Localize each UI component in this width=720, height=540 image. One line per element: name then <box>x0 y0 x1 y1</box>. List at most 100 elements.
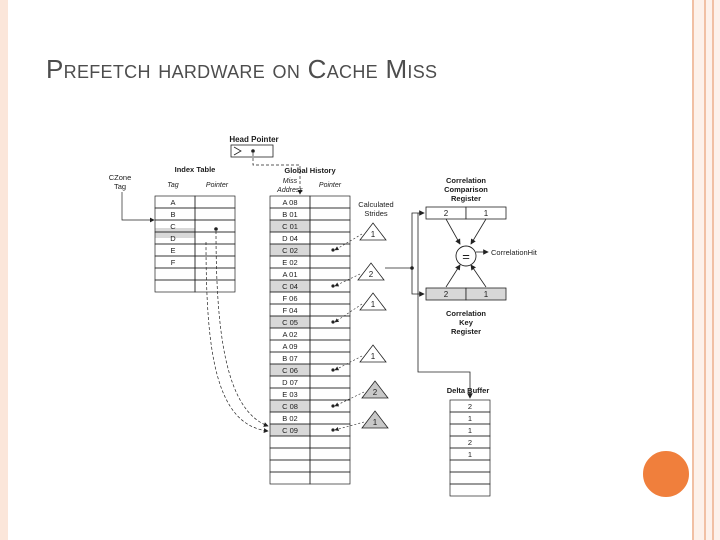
stride-link <box>334 421 365 432</box>
gh-pointer-dot <box>331 368 335 372</box>
gh-cell <box>309 435 351 449</box>
index-cell <box>194 267 236 281</box>
index-cell <box>154 267 196 281</box>
stride-value: 2 <box>369 270 374 279</box>
gh-cell <box>309 459 351 473</box>
ccr-label-line1: Correlation <box>446 176 486 185</box>
stride-triangle <box>359 222 387 241</box>
stride-triangle <box>359 292 387 311</box>
gh-row-highlight <box>270 280 310 292</box>
right-border-line <box>704 0 706 540</box>
gh-row-highlight <box>270 244 310 256</box>
decorative-orange-dot <box>641 449 691 499</box>
gh-miss-address: C 06 <box>282 366 298 375</box>
gh-cell <box>309 351 351 365</box>
ccr-to-comparator-arrow <box>445 218 461 245</box>
index-cell <box>194 231 236 245</box>
czone-arrow <box>121 192 155 223</box>
bus-to-ccr-arrow <box>411 210 425 268</box>
gh-cell <box>309 291 351 305</box>
stride-value: 1 <box>371 300 376 309</box>
index-to-history-link <box>205 241 269 433</box>
gh-pointer-dot <box>331 404 335 408</box>
gh-cell <box>309 207 351 221</box>
index-pointer-dot <box>214 227 218 231</box>
gh-cell <box>269 447 311 461</box>
stride-value: 1 <box>371 230 376 239</box>
ckr-value-2: 1 <box>484 290 489 299</box>
right-border-band <box>692 0 720 540</box>
stride-link <box>334 303 363 323</box>
gh-miss-address: B 02 <box>282 414 297 423</box>
gh-miss-address: C 08 <box>282 402 298 411</box>
stride-link <box>334 355 363 371</box>
delta-buffer-title: Delta Buffer <box>447 386 490 395</box>
head-pointer-link <box>252 153 303 195</box>
index-tag: E <box>170 246 175 255</box>
correlation-hit-label: CorrelationHit <box>491 248 538 257</box>
gh-miss-address: A 09 <box>282 342 297 351</box>
comparator-symbol: = <box>462 249 470 264</box>
gh-row-highlight <box>270 424 310 436</box>
gh-cell <box>309 423 351 437</box>
gh-miss-address: C 04 <box>282 282 298 291</box>
stride-triangle <box>361 380 389 399</box>
delta-value: 1 <box>468 414 472 423</box>
bus-to-ckr-arrow <box>411 268 425 297</box>
gh-cell <box>309 255 351 269</box>
gh-miss-address: F 04 <box>282 306 297 315</box>
ckr-to-comparator-arrow <box>470 264 487 288</box>
gh-cell <box>309 303 351 317</box>
index-cell <box>194 207 236 221</box>
gh-miss-address: A 01 <box>282 270 297 279</box>
gh-row-highlight <box>270 364 310 376</box>
index-cell <box>194 195 236 209</box>
stride-triangle <box>359 344 387 363</box>
delta-value: 2 <box>468 438 472 447</box>
gh-cell <box>269 471 311 485</box>
gh-col-miss-header: Miss <box>283 178 298 185</box>
gh-cell <box>269 435 311 449</box>
stride-link <box>334 273 361 287</box>
right-border-line <box>692 0 694 540</box>
gh-pointer-dot <box>331 248 335 252</box>
gh-cell <box>309 315 351 329</box>
gh-cell <box>309 243 351 257</box>
gh-cell <box>309 471 351 485</box>
delta-cell <box>449 483 491 497</box>
gh-cell <box>309 267 351 281</box>
gh-miss-address: D 04 <box>282 234 298 243</box>
gh-miss-address: E 03 <box>282 390 297 399</box>
gh-miss-address: A 08 <box>282 198 297 207</box>
gh-row-highlight <box>270 316 310 328</box>
gh-miss-address: B 07 <box>282 354 297 363</box>
gh-miss-address: E 02 <box>282 258 297 267</box>
gh-cell <box>309 339 351 353</box>
ccr-value-1: 2 <box>444 209 449 218</box>
ckr-value-1: 2 <box>444 290 449 299</box>
gh-row-highlight <box>270 220 310 232</box>
ckr-to-comparator-arrow <box>445 264 461 288</box>
czone-label: CZone <box>109 173 132 182</box>
gh-col-pointer-header: Pointer <box>319 182 342 189</box>
calculated-label: Calculated <box>358 200 393 209</box>
gh-cell <box>269 459 311 473</box>
gh-pointer-dot <box>331 320 335 324</box>
index-tag: F <box>171 258 176 267</box>
gh-cell <box>309 447 351 461</box>
gh-cell <box>309 399 351 413</box>
gh-miss-address: C 02 <box>282 246 298 255</box>
index-cell <box>194 279 236 293</box>
gh-cell <box>309 195 351 209</box>
gh-miss-address: B 01 <box>282 210 297 219</box>
delta-cell <box>449 459 491 473</box>
stride-value: 2 <box>373 388 378 397</box>
head-pointer-chevron <box>233 146 242 156</box>
gh-cell <box>309 375 351 389</box>
ckr-cell-2 <box>465 287 507 301</box>
ccr-to-comparator-arrow <box>470 218 487 245</box>
stride-value: 1 <box>373 418 378 427</box>
gh-miss-address: F 06 <box>282 294 297 303</box>
